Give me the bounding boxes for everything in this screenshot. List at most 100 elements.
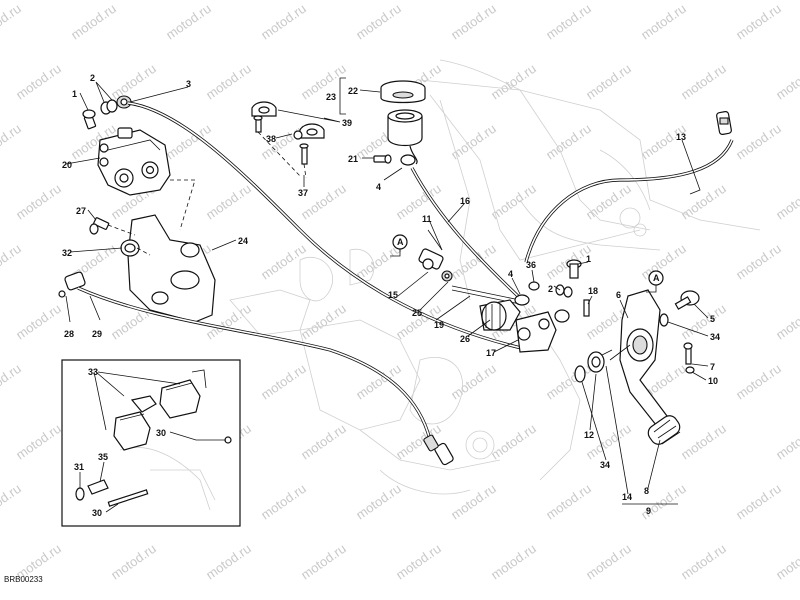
callout-11: 11	[422, 214, 432, 224]
watermark-text: motod.ru	[298, 61, 349, 103]
watermark-text: motod.ru	[393, 181, 444, 223]
watermark-text: motod.ru	[258, 361, 309, 403]
watermark-text: motod.ru	[543, 481, 594, 523]
watermark-text: motod.ru	[298, 301, 349, 343]
pin-18	[583, 299, 590, 317]
watermark-text: motod.ru	[448, 481, 499, 523]
reference-marker-a-right	[646, 270, 664, 293]
callout-37: 37	[298, 188, 308, 198]
watermark-text: motod.ru	[203, 541, 254, 583]
leader-lines	[65, 77, 709, 505]
caliper-bolt-1	[82, 109, 97, 130]
inset-panel-pads	[61, 359, 241, 527]
callout-6: 6	[616, 290, 621, 300]
diagram-code: BRB00233	[4, 575, 43, 584]
watermark-text: motod.ru	[733, 481, 784, 523]
callout-17: 17	[486, 348, 496, 358]
watermark-text: motod.ru	[488, 421, 539, 463]
plug-31	[75, 487, 85, 501]
callout-12: 12	[584, 430, 594, 440]
watermark-text: motod.ru	[678, 421, 729, 463]
washer-34-right	[659, 313, 669, 327]
callout-7: 7	[710, 362, 715, 372]
watermark-text: motod.ru	[353, 481, 404, 523]
reference-marker-a-left	[390, 234, 408, 257]
sealing-washers-2	[100, 99, 118, 115]
bolt-27	[89, 217, 110, 235]
watermark-text: motod.ru	[258, 241, 309, 283]
brake-pedal-8	[599, 289, 681, 445]
callout-4: 4	[376, 182, 381, 192]
watermark-text: motod.ru	[678, 301, 729, 343]
watermark-text: motod.ru	[0, 1, 24, 43]
watermark-text: motod.ru	[258, 1, 309, 43]
callout-10: 10	[708, 376, 718, 386]
sensor-cable-29	[77, 286, 454, 466]
watermark-text: motod.ru	[203, 61, 254, 103]
watermark-text: motod.ru	[448, 1, 499, 43]
watermark-text: motod.ru	[353, 1, 404, 43]
pivot-bolt-5	[674, 290, 700, 310]
callout-19: 19	[434, 320, 444, 330]
watermark-text: motod.ru	[353, 361, 404, 403]
watermark-text: motod.ru	[543, 121, 594, 163]
callout-31: 31	[74, 462, 84, 472]
watermark-text: motod.ru	[163, 1, 214, 43]
callout-5: 5	[710, 314, 715, 324]
watermark-text: motod.ru	[13, 301, 64, 343]
watermark-text: motod.ru	[488, 61, 539, 103]
bush-12	[587, 351, 605, 373]
hose-clip-4-lower	[514, 294, 530, 306]
watermark-text: motod.ru	[0, 481, 24, 523]
callout-34: 34	[710, 332, 720, 342]
watermark-text: motod.ru	[583, 181, 634, 223]
watermark-text: motod.ru	[733, 121, 784, 163]
callout-29: 29	[92, 329, 102, 339]
callout-1: 1	[72, 89, 77, 99]
pad-spring	[130, 369, 207, 413]
callout-16: 16	[460, 196, 470, 206]
callout-27: 27	[76, 206, 86, 216]
callout-a-left: A	[397, 237, 404, 247]
watermark-text: motod.ru	[638, 241, 689, 283]
watermark-text: motod.ru	[773, 181, 800, 223]
callout-33: 33	[88, 367, 98, 377]
callout-23: 23	[326, 92, 336, 102]
callout-14: 14	[622, 492, 632, 502]
brake-pad-rear	[159, 379, 201, 419]
watermark-text: motod.ru	[108, 541, 159, 583]
clip-35	[87, 479, 109, 495]
watermark-text: motod.ru	[583, 541, 634, 583]
callout-4-lower: 4	[508, 269, 513, 279]
pin-7	[683, 342, 693, 365]
watermark-text: motod.ru	[678, 541, 729, 583]
callout-35: 35	[98, 452, 108, 462]
sensor-wire-13	[524, 111, 734, 263]
callout-22: 22	[348, 86, 358, 96]
reservoir-hose-16	[410, 167, 522, 300]
callout-13: 13	[676, 132, 686, 142]
watermark-text: motod.ru	[13, 61, 64, 103]
watermark-text: motod.ru	[448, 121, 499, 163]
watermark-text: motod.ru	[733, 361, 784, 403]
washer-10	[685, 366, 695, 374]
callout-21: 21	[348, 154, 358, 164]
callout-30-inset: 30	[156, 428, 166, 438]
watermark-text: motod.ru	[583, 61, 634, 103]
callout-18: 18	[588, 286, 598, 296]
watermark-text: motod.ru	[0, 121, 24, 163]
callout-8: 8	[644, 486, 649, 496]
callout-28: 28	[64, 329, 74, 339]
callout-25: 25	[412, 308, 422, 318]
watermark-text: motod.ru	[203, 181, 254, 223]
watermark-text: motod.ru	[68, 1, 119, 43]
callout-1-right: 1	[586, 254, 591, 264]
washer-34-left	[574, 365, 586, 383]
watermark-text: motod.ru	[733, 1, 784, 43]
callout-15: 15	[388, 290, 398, 300]
watermark-text: motod.ru	[13, 421, 64, 463]
watermark-text: motod.ru	[638, 1, 689, 43]
brake-pad-front	[113, 411, 151, 451]
callout-26: 26	[460, 334, 470, 344]
